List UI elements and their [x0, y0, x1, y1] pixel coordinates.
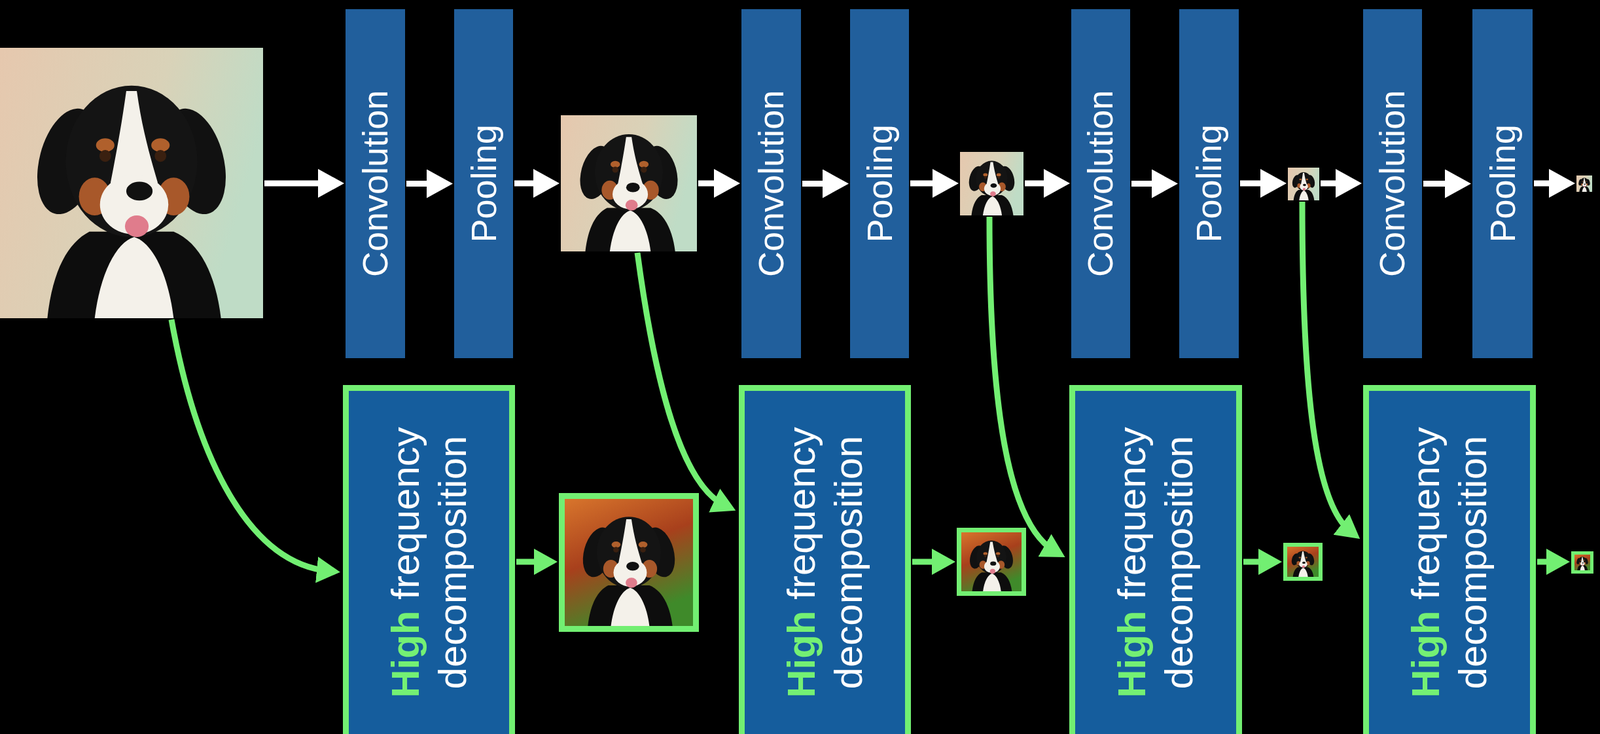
decomposition-box: Highfrequency decomposition — [1363, 384, 1536, 734]
flow-arrow — [802, 180, 836, 187]
rotated-label: Pooling — [858, 124, 902, 243]
rotated-label: Highfrequency decomposition — [778, 408, 873, 716]
dog-image — [1287, 167, 1320, 201]
flow-arrow — [1423, 180, 1458, 187]
block-label: Convolution — [751, 90, 791, 277]
decomposition-box: Highfrequency decomposition — [1069, 384, 1243, 734]
block-label: Convolution — [1081, 90, 1121, 277]
rotated-label: Pooling — [462, 124, 506, 243]
image-frame — [558, 492, 699, 632]
rotated-label: Convolution — [1371, 90, 1415, 277]
decomposition-box: Highfrequency decomposition — [738, 384, 911, 734]
layer-block: Pooling — [454, 9, 514, 358]
block-label: Pooling — [1189, 124, 1229, 243]
rotated-label: Highfrequency decomposition — [382, 408, 477, 716]
block-label: Pooling — [463, 124, 504, 243]
dog-image — [560, 115, 697, 252]
rotated-label: Convolution — [749, 90, 793, 277]
rotated-label: Pooling — [1481, 124, 1525, 243]
layer-block: Pooling — [1472, 9, 1533, 358]
flow-arrow — [1131, 180, 1165, 187]
image-frame — [1571, 551, 1594, 574]
dog-image — [1576, 175, 1593, 192]
block-label: Pooling — [859, 124, 900, 243]
dog-image — [564, 498, 694, 626]
layer-block: Convolution — [345, 9, 406, 358]
dog-image — [1574, 554, 1591, 570]
block-label: Pooling — [1482, 124, 1523, 243]
highlight-word: High — [1109, 610, 1154, 698]
layer-block: Convolution — [741, 9, 801, 358]
layer-block: Convolution — [1071, 9, 1131, 358]
layer-block: Pooling — [1179, 9, 1239, 358]
dog-image — [960, 151, 1024, 216]
image-frame — [956, 527, 1027, 596]
dog-image — [1287, 546, 1319, 577]
block-label: Convolution — [355, 90, 395, 277]
rotated-label: Convolution — [1079, 90, 1123, 277]
flow-arrow — [406, 180, 440, 187]
rotated-label: Highfrequency decomposition — [1402, 408, 1497, 716]
layer-block: Pooling — [850, 9, 909, 358]
dog-image — [961, 532, 1022, 591]
image-frame — [1283, 542, 1323, 581]
decomposition-box: Highfrequency decomposition — [342, 384, 516, 734]
layer-block: Convolution — [1363, 9, 1423, 358]
highlight-word: High — [383, 610, 428, 698]
dog-image — [0, 47, 264, 319]
rotated-label: Convolution — [354, 90, 397, 277]
highlight-word: High — [1403, 610, 1448, 698]
highlight-word: High — [779, 610, 824, 698]
rotated-label: Pooling — [1187, 124, 1231, 243]
rotated-label: Highfrequency decomposition — [1108, 408, 1203, 716]
block-label: Convolution — [1372, 90, 1413, 277]
